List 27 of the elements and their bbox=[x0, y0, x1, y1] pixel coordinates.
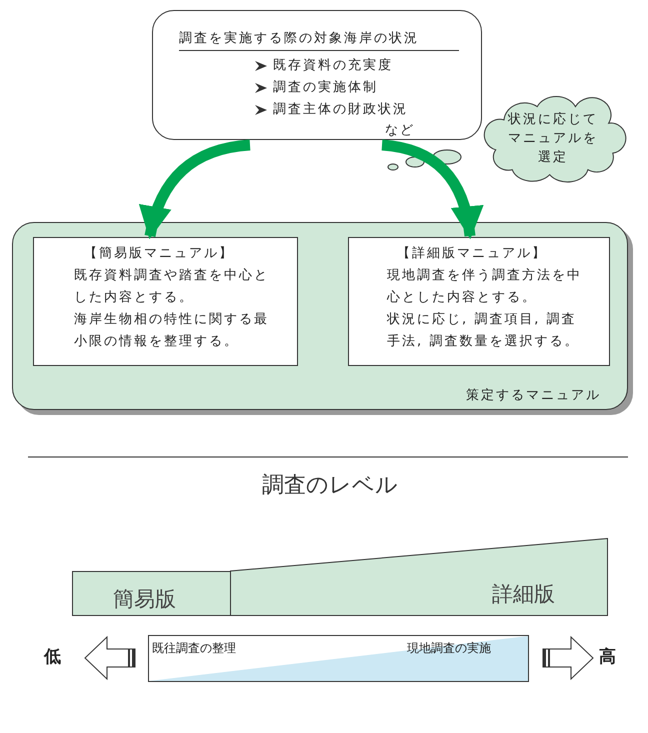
text-box bbox=[33, 237, 298, 366]
body-text: 状況に応じ, 調査項目, 調査手法, 調査数量を選択する。 bbox=[387, 311, 580, 351]
list-item: 既存資料の充実度 bbox=[273, 57, 393, 75]
scale-label: 低 bbox=[44, 646, 61, 668]
heading-text: 【詳細版マニュアル】 bbox=[397, 245, 548, 263]
list-item: 調査の実施体制 bbox=[273, 79, 378, 97]
panel-label: 策定するマニュアル bbox=[466, 387, 601, 405]
body-text: 海岸生物相の特性に関する最小限の情報を整理する。 bbox=[74, 311, 269, 351]
level-wedge bbox=[230, 538, 608, 616]
list-item: 調査主体の財政状況 bbox=[273, 101, 408, 119]
body-text: 現地調査を伴う調査方法を中心とした内容とする。 bbox=[387, 267, 582, 307]
level-box bbox=[148, 635, 529, 682]
bar-label: 簡易版 bbox=[113, 586, 176, 612]
heading-text: 【簡易版マニュアル】 bbox=[84, 245, 235, 263]
section-title: 調査のレベル bbox=[262, 472, 398, 500]
note-text: など bbox=[385, 122, 416, 140]
body-text: 既存資料調査や踏査を中心とした内容とする。 bbox=[74, 267, 269, 307]
box-label: 既往調査の整理 bbox=[152, 640, 236, 656]
bar-label: 詳細版 bbox=[492, 581, 555, 607]
box-label: 現地調査の実施 bbox=[407, 640, 491, 656]
curved-arrow bbox=[140, 140, 251, 240]
text-box bbox=[348, 237, 610, 366]
cloud-text: 状況に応じてマニュアルを選定 bbox=[506, 111, 599, 167]
level-bar bbox=[72, 571, 231, 616]
scale-label: 高 bbox=[599, 646, 616, 668]
heading-text: 調査を実施する際の対象海岸の状況 bbox=[179, 28, 459, 51]
rounded-box bbox=[152, 10, 482, 140]
